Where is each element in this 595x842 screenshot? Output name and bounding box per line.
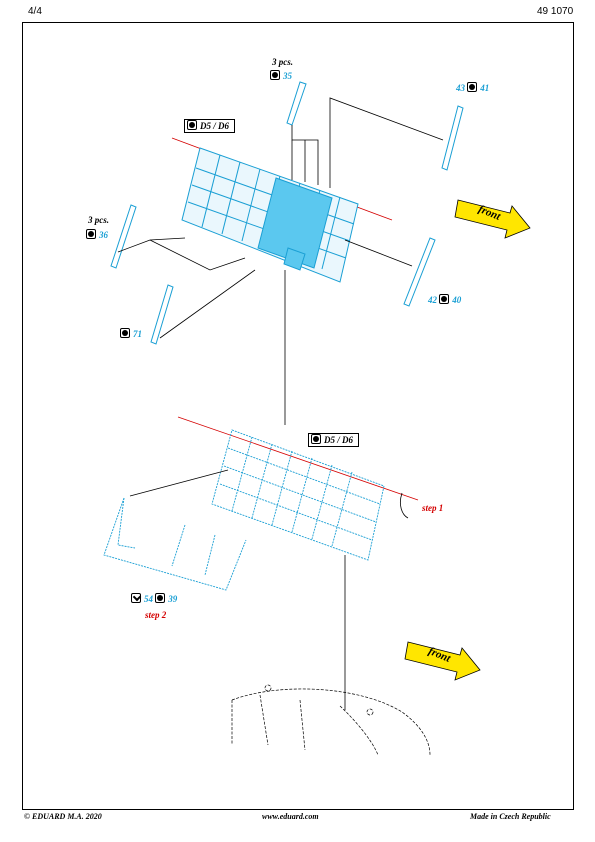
quantity-label-top: 3 pcs. (272, 57, 293, 67)
leader-lines-bottom (129, 469, 409, 710)
part-71-label: 71 (120, 328, 142, 340)
footer-origin: Made in Czech Republic (470, 812, 551, 821)
page-frame (22, 22, 574, 810)
reference-line-bottom (177, 416, 419, 501)
loose-part-40 (403, 237, 436, 307)
etch-icon (467, 82, 478, 92)
etch-icon (270, 70, 280, 80)
footer-website[interactable]: www.eduard.com (262, 812, 319, 821)
part-54-39-label: 54 39 (131, 593, 177, 605)
bend-icon (131, 593, 141, 603)
loose-part-41 (441, 105, 464, 171)
variant-badge-bottom: D5 / D6 (308, 433, 359, 447)
kit-code: 49 1070 (537, 6, 574, 17)
etch-icon (86, 229, 96, 239)
footer-copyright: © EDUARD M.A. 2020 (24, 812, 102, 821)
etch-icon (120, 328, 130, 338)
loose-part-36 (110, 204, 137, 269)
quantity-label-left: 3 pcs. (88, 215, 109, 225)
page-number: 4/4 (28, 6, 42, 17)
step-1-label: step 1 (422, 503, 444, 513)
etch-icon (187, 120, 197, 130)
part-42-40-label: 42 40 (428, 294, 462, 305)
aircraft-outline (231, 684, 431, 756)
frame-assembly-bottom (211, 429, 385, 561)
step-2-label: step 2 (145, 610, 167, 620)
part-36-label: 36 (86, 229, 108, 241)
folded-part-bottom-left (103, 497, 247, 591)
variant-badge-top: D5 / D6 (184, 119, 235, 133)
part-43-41-label: 43 41 (456, 82, 490, 93)
loose-part-71 (150, 284, 174, 345)
front-arrow-bottom (404, 641, 481, 681)
etch-icon (439, 294, 450, 304)
part-35-label: 35 (270, 70, 292, 82)
etch-icon (155, 593, 166, 603)
loose-part-35 (286, 81, 307, 126)
etch-icon (311, 434, 321, 444)
front-arrow-top (454, 199, 531, 239)
frame-assembly-top (181, 147, 359, 283)
leader-lines-top (117, 97, 444, 425)
